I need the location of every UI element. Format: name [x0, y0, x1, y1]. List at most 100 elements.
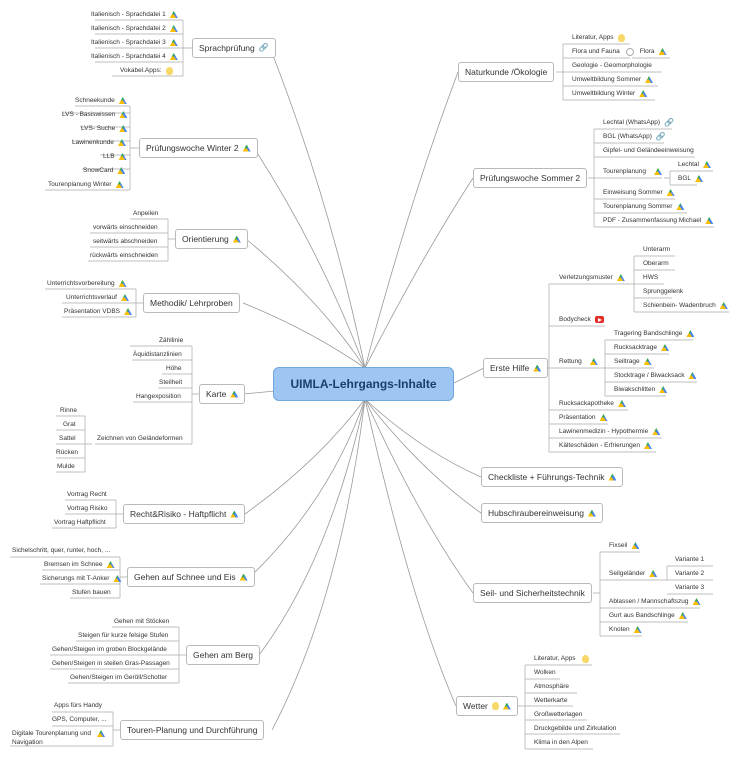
leaf-item[interactable]: Stufen bauen: [72, 588, 111, 597]
google-drive-icon[interactable]: [686, 330, 695, 337]
link-icon[interactable]: 🔗: [258, 43, 269, 52]
node-karte[interactable]: Karte: [199, 384, 246, 404]
google-drive-icon[interactable]: [124, 308, 133, 315]
google-drive-icon[interactable]: [169, 53, 178, 60]
google-drive-icon[interactable]: [533, 364, 542, 372]
google-drive-icon[interactable]: [119, 125, 128, 132]
google-drive-icon[interactable]: [106, 561, 115, 568]
leaf-item[interactable]: rückwärts einschneiden: [90, 251, 158, 260]
google-drive-icon[interactable]: [692, 598, 701, 605]
leaf-item[interactable]: Mulde: [57, 462, 75, 471]
google-drive-icon[interactable]: [169, 39, 178, 46]
leaf-item[interactable]: Lechtal: [678, 160, 711, 169]
google-drive-icon[interactable]: [639, 90, 648, 97]
google-drive-icon[interactable]: [649, 570, 658, 577]
google-drive-icon[interactable]: [587, 509, 596, 517]
google-drive-icon[interactable]: [661, 344, 669, 351]
leaf-item[interactable]: Variante 1: [675, 555, 704, 564]
google-drive-icon[interactable]: [666, 189, 675, 196]
google-drive-icon[interactable]: [230, 510, 239, 518]
node-naturkunde[interactable]: Naturkunde /Ökologie: [458, 62, 555, 82]
leaf-item[interactable]: Rücken: [56, 448, 78, 457]
node-pruefungswoche-winter[interactable]: Prüfungswoche Winter 2: [139, 138, 258, 158]
leaf-item[interactable]: PDF - Zusammenfassung Michael: [603, 216, 714, 225]
leaf-item[interactable]: Sprunggelenk: [643, 287, 683, 296]
node-wetter[interactable]: Wetter: [456, 696, 518, 716]
google-drive-icon[interactable]: [113, 575, 122, 582]
google-drive-icon[interactable]: [608, 473, 617, 481]
google-drive-icon[interactable]: [120, 294, 129, 301]
leaf-item[interactable]: Digitale Tourenplanung und: [12, 729, 106, 738]
node-methodik[interactable]: Methodik/ Lehrproben: [143, 293, 240, 313]
leaf-item[interactable]: Tourenplanung: [603, 167, 663, 176]
node-seil[interactable]: Seil- und Sicherheitstechnik: [473, 583, 592, 603]
google-drive-icon[interactable]: [658, 48, 667, 55]
node-erste-hilfe[interactable]: Erste Hilfe: [483, 358, 549, 378]
leaf-item[interactable]: Variante 2: [675, 569, 704, 578]
leaf-item[interactable]: Fixseil: [609, 541, 640, 550]
leaf-item[interactable]: Vortrag Recht: [67, 490, 107, 499]
google-drive-icon[interactable]: [169, 11, 178, 18]
node-checkliste[interactable]: Checkliste + Führungs-Technik: [481, 467, 624, 487]
google-drive-icon[interactable]: [118, 97, 127, 104]
leaf-item[interactable]: GPS, Computer, ...: [52, 715, 107, 724]
node-gehen-berg[interactable]: Gehen am Berg: [186, 645, 261, 665]
leaf-item[interactable]: Schienbein- Wadenbruch: [643, 301, 728, 310]
leaf-item[interactable]: LVS- Suche: [81, 124, 128, 133]
google-drive-icon[interactable]: [97, 730, 106, 737]
google-drive-icon[interactable]: [631, 542, 640, 549]
leaf-item[interactable]: Literatur, Apps: [534, 654, 589, 663]
google-drive-icon[interactable]: [239, 573, 248, 581]
leaf-item[interactable]: Steigen für kurze felsige Stufen: [78, 631, 168, 640]
node-sprachpruefung[interactable]: Sprachprüfung🔗: [192, 38, 276, 58]
google-drive-icon[interactable]: [633, 626, 642, 633]
google-drive-icon[interactable]: [115, 181, 124, 188]
leaf-item[interactable]: Großwetterlagen: [534, 710, 582, 719]
leaf-item[interactable]: Schneekunde: [75, 96, 127, 105]
leaf-item[interactable]: Druckgebilde und Zirkulation: [534, 724, 616, 733]
collapse-circle-icon[interactable]: [625, 47, 634, 56]
leaf-item[interactable]: LLB: [103, 152, 127, 161]
leaf-item[interactable]: Italienisch - Sprachdatei 1: [91, 10, 178, 19]
leaf-item[interactable]: BGL (WhatsApp)🔗: [603, 132, 666, 141]
google-drive-icon[interactable]: [169, 25, 178, 32]
google-drive-icon[interactable]: [643, 442, 652, 449]
google-drive-icon[interactable]: [659, 386, 668, 393]
leaf-item[interactable]: Kälteschäden - Erfrierungen: [559, 441, 652, 450]
leaf-item[interactable]: Biwakschlitten: [614, 385, 668, 394]
leaf-item[interactable]: Tourenplanung Sommer: [603, 202, 685, 211]
leaf-item[interactable]: Knoten: [609, 625, 642, 634]
google-drive-icon[interactable]: [654, 168, 663, 175]
leaf-item[interactable]: Gehen/Steigen im groben Blockgelände: [52, 645, 167, 654]
google-drive-icon[interactable]: [118, 280, 127, 287]
leaf-item[interactable]: Klima in den Alpen: [534, 738, 588, 747]
link-icon[interactable]: 🔗: [664, 117, 675, 127]
leaf-item[interactable]: Präsentation VDBS: [64, 307, 133, 316]
google-drive-icon[interactable]: [589, 358, 598, 365]
leaf-item[interactable]: Unterarm: [643, 245, 670, 254]
leaf-item[interactable]: Rettung: [559, 357, 598, 366]
leaf-item[interactable]: BGL: [678, 174, 704, 183]
leaf-item[interactable]: Zähllinie: [159, 336, 183, 345]
google-drive-icon[interactable]: [232, 235, 241, 243]
google-drive-icon[interactable]: [678, 612, 687, 619]
leaf-item[interactable]: Literatur, Apps: [572, 33, 625, 42]
google-drive-icon[interactable]: [502, 702, 511, 710]
google-drive-icon[interactable]: [643, 358, 652, 365]
leaf-item[interactable]: SnowCard: [83, 166, 126, 175]
leaf-item[interactable]: Rucksacktrage: [614, 343, 669, 352]
leaf-item[interactable]: Lawinenmedizin - Hypothermie: [559, 427, 661, 436]
leaf-item[interactable]: seitwärts abschneiden: [93, 237, 157, 246]
leaf-item[interactable]: Umweltbildung Sommer: [572, 75, 653, 84]
leaf-item[interactable]: vorwärts einschneiden: [93, 223, 158, 232]
leaf-item[interactable]: Bremsen im Schnee: [44, 560, 115, 569]
google-drive-icon[interactable]: [117, 167, 126, 174]
leaf-item[interactable]: Zeichnen von Geländeformen: [97, 434, 183, 443]
google-drive-icon[interactable]: [719, 302, 728, 309]
leaf-item[interactable]: Geologie - Geomorphologie: [572, 61, 652, 70]
leaf-item[interactable]: Italienisch - Sprachdatei 2: [91, 24, 178, 33]
leaf-item[interactable]: Gipfel- und Geländeeinweisung: [603, 146, 694, 155]
leaf-item[interactable]: HWS: [643, 273, 658, 282]
leaf-item[interactable]: Sichelschritt, quer, runter, hoch, ...: [12, 546, 110, 555]
